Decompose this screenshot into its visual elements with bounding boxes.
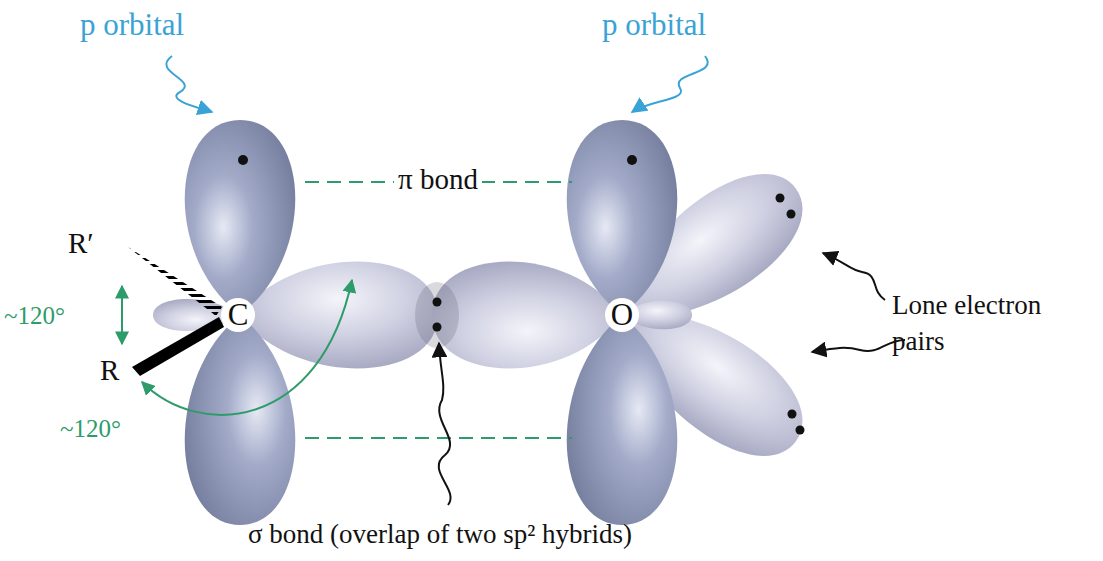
orbital-label: p orbital: [80, 8, 184, 42]
atom-symbol: O: [611, 298, 633, 332]
overlap-region: [415, 282, 459, 348]
callout-label: Lone electron pairs: [892, 287, 1092, 360]
p-orbital-lobe: [567, 315, 678, 525]
p-orbital-lobe: [567, 120, 678, 315]
atom-center: [221, 298, 255, 332]
angle-arrow: [121, 286, 123, 344]
electron: [787, 210, 796, 219]
solid-wedge: [132, 317, 224, 376]
angle-arc: [142, 280, 352, 415]
leader-line: [632, 56, 708, 112]
leader-line: [812, 340, 905, 352]
angle-label: ~120°: [4, 302, 65, 330]
angle-label: ~120°: [60, 415, 121, 443]
p-orbital-lobe: [185, 315, 296, 525]
electron: [796, 426, 805, 435]
electron: [776, 194, 785, 203]
electron: [433, 298, 442, 307]
leader-line: [166, 56, 212, 112]
electron: [433, 323, 442, 332]
electron: [238, 155, 248, 165]
pi-bond-dash: [305, 437, 572, 439]
caption-label: σ bond (overlap of two sp² hybrids): [248, 520, 632, 550]
electron: [627, 155, 637, 165]
substituent-label: R′: [68, 228, 94, 260]
hashed-wedge: [128, 247, 222, 316]
electron: [788, 410, 797, 419]
orbital-label: p orbital: [602, 8, 706, 42]
atom-center: [605, 298, 639, 332]
substituent-label: R: [100, 355, 119, 387]
leader-line: [823, 253, 885, 300]
p-orbital-lobe: [185, 120, 296, 315]
leader-line: [439, 343, 451, 505]
atom-symbol: C: [228, 298, 249, 332]
bond-label: π bond: [394, 164, 482, 196]
